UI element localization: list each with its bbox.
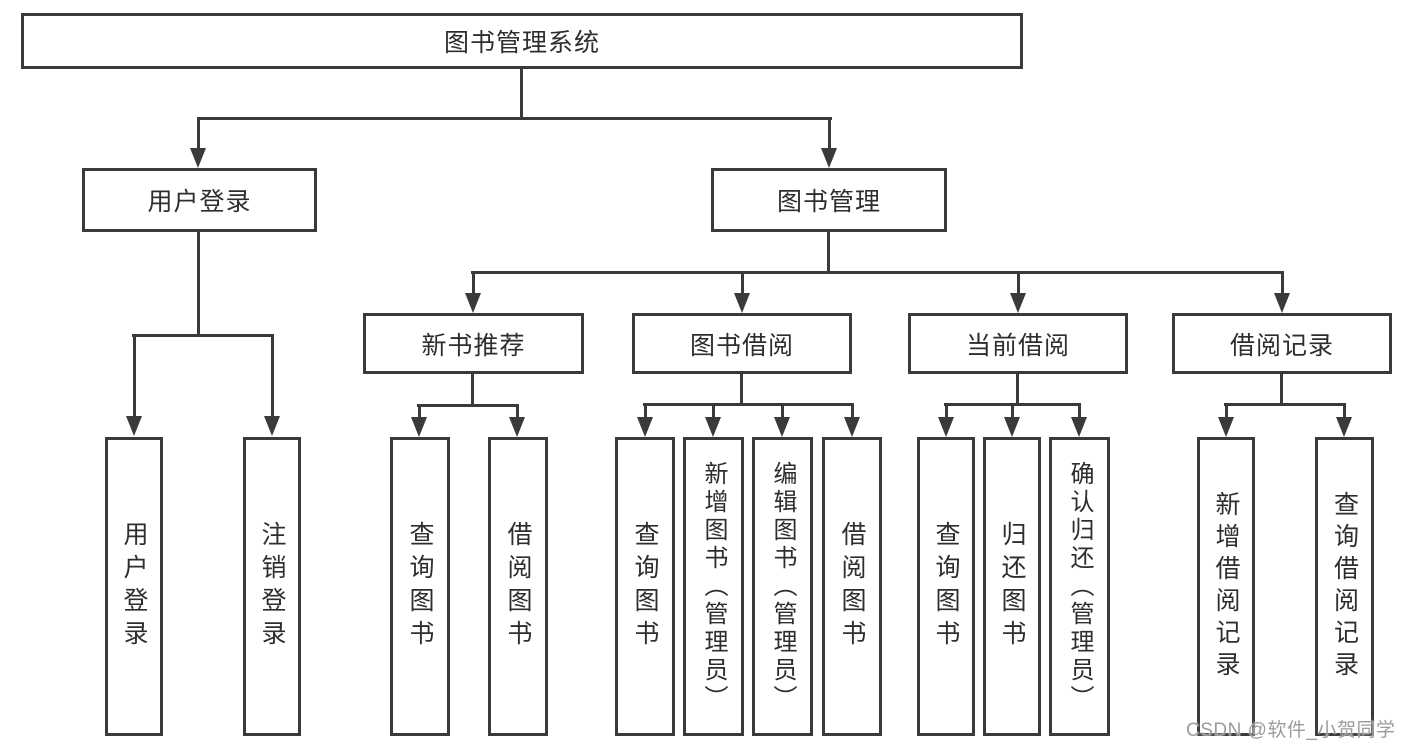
leaf-borrow-books: 借阅图书 xyxy=(822,437,882,736)
leaf-edit-books-admin: 编辑图书（管理员） xyxy=(752,437,813,736)
connector-line xyxy=(827,232,830,273)
arrow-down-icon xyxy=(1274,272,1290,313)
arrow-down-icon xyxy=(705,404,721,437)
connector-line xyxy=(740,374,743,405)
arrow-down-icon xyxy=(126,336,142,436)
arrow-down-icon xyxy=(509,405,525,437)
arrow-down-icon xyxy=(938,404,954,437)
arrow-down-icon xyxy=(844,404,860,437)
leaf-return-books: 归还图书 xyxy=(983,437,1041,736)
arrow-down-icon xyxy=(1336,404,1352,437)
leaf-logout: 注销登录 xyxy=(243,437,301,736)
arrow-down-icon xyxy=(1218,404,1234,437)
arrow-down-icon xyxy=(1010,272,1026,313)
connector-line xyxy=(643,403,854,406)
node-user-login: 用户登录 xyxy=(82,168,317,232)
arrow-down-icon xyxy=(734,272,750,313)
connector-line xyxy=(520,69,523,119)
leaf-confirm-return-admin: 确认归还（管理员） xyxy=(1049,437,1110,736)
node-book-management: 图书管理 xyxy=(711,168,947,232)
arrow-down-icon xyxy=(774,404,790,437)
watermark: CSDN @软件_小贺同学 xyxy=(1186,720,1396,741)
connector-line xyxy=(197,117,832,120)
arrow-down-icon xyxy=(264,336,280,436)
node-current-borrowing: 当前借阅 xyxy=(908,313,1128,374)
leaf-query-books-borrowing: 查询图书 xyxy=(615,437,675,736)
leaf-borrow-books-recommend: 借阅图书 xyxy=(488,437,548,736)
arrow-down-icon xyxy=(1004,404,1020,437)
connector-line xyxy=(471,271,1284,274)
leaf-query-books-current: 查询图书 xyxy=(917,437,975,736)
connector-line xyxy=(1280,374,1283,405)
arrow-down-icon xyxy=(411,405,427,437)
arrow-down-icon xyxy=(190,118,206,168)
connector-line xyxy=(132,334,274,337)
node-system-root: 图书管理系统 xyxy=(21,13,1023,69)
connector-line xyxy=(417,404,519,407)
arrow-down-icon xyxy=(821,118,837,168)
connector-line xyxy=(471,374,474,407)
arrow-down-icon xyxy=(1071,404,1087,437)
leaf-user-login: 用户登录 xyxy=(105,437,163,736)
leaf-query-borrow-record: 查询借阅记录 xyxy=(1315,437,1374,736)
leaf-query-books-recommend: 查询图书 xyxy=(390,437,450,736)
leaf-add-books-admin: 新增图书（管理员） xyxy=(683,437,744,736)
connector-line xyxy=(197,232,200,337)
connector-line xyxy=(1224,403,1346,406)
arrow-down-icon xyxy=(465,272,481,313)
connector-line xyxy=(1016,374,1019,405)
node-new-book-recommend: 新书推荐 xyxy=(363,313,584,374)
arrow-down-icon xyxy=(637,404,653,437)
node-borrowing-records: 借阅记录 xyxy=(1172,313,1392,374)
leaf-add-borrow-record: 新增借阅记录 xyxy=(1197,437,1255,736)
node-book-borrowing: 图书借阅 xyxy=(632,313,852,374)
